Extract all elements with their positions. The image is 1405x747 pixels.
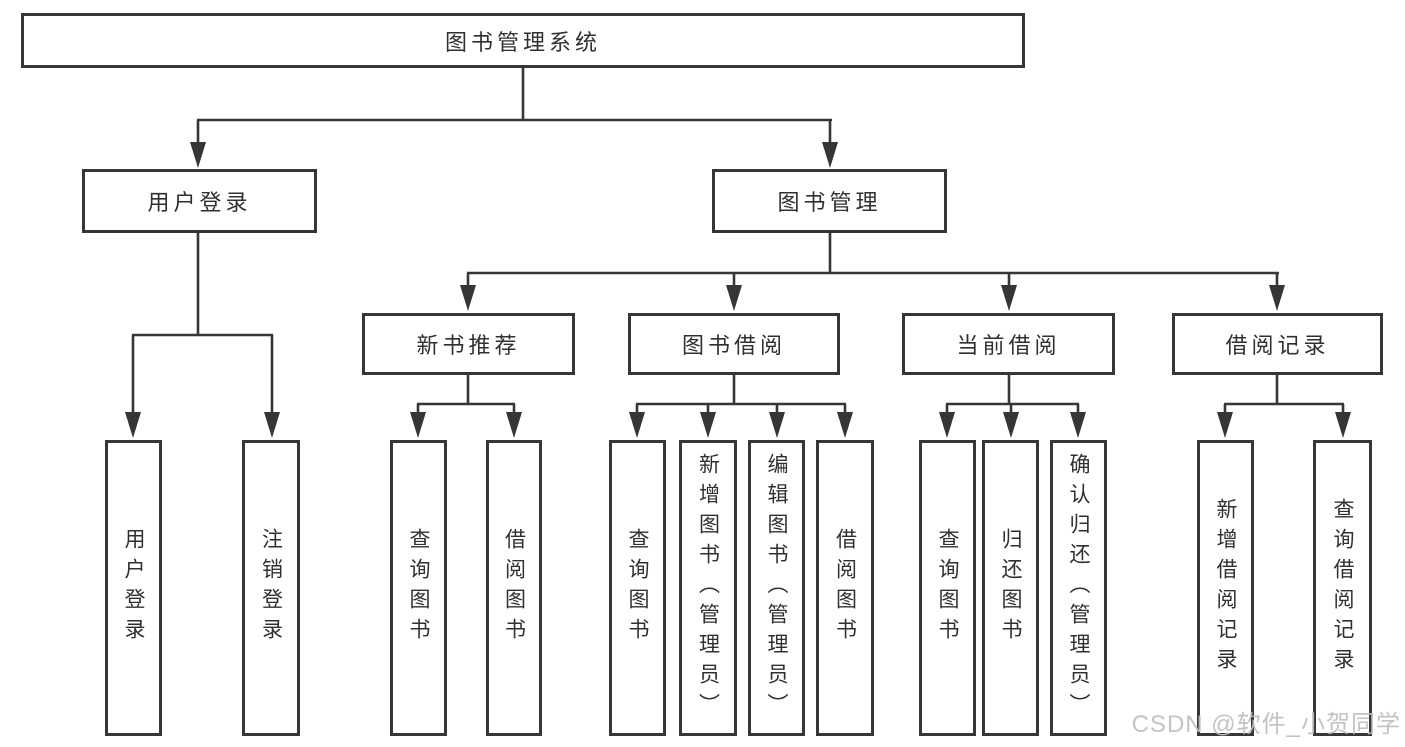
node-root-system: 图书管理系统 <box>21 13 1025 68</box>
node-label: 用户登录 <box>122 528 145 648</box>
csdn-watermark: CSDN @软件_小贺同学 <box>1131 711 1401 738</box>
leaf-borrow-books-recommend: 借阅图书 <box>486 440 542 736</box>
node-label: 归还图书 <box>999 528 1022 648</box>
node-label: 当前借阅 <box>956 333 1061 358</box>
node-label: 新增图书（管理员） <box>696 453 720 723</box>
connector-current-to-leaves <box>939 375 1086 438</box>
leaf-add-borrow-record: 新增借阅记录 <box>1197 440 1254 736</box>
node-book-borrowing: 图书借阅 <box>628 313 840 375</box>
leaf-query-books-current: 查询图书 <box>919 440 976 736</box>
leaf-edit-books-admin: 编辑图书（管理员） <box>748 440 805 736</box>
leaf-query-books-borrowing: 查询图书 <box>609 440 666 736</box>
node-label: 新书推荐 <box>416 333 521 358</box>
connector-bookmgmt-to-level2 <box>460 233 1285 311</box>
node-label: 图书管理系统 <box>444 29 601 55</box>
node-label: 新增借阅记录 <box>1214 498 1237 678</box>
node-label: 查询借阅记录 <box>1331 498 1354 678</box>
node-current-borrowing: 当前借阅 <box>902 313 1115 375</box>
connector-newbooks-to-leaves <box>410 375 522 438</box>
connector-borrowing-to-leaves <box>629 375 853 438</box>
node-label: 确认归还（管理员） <box>1067 453 1090 723</box>
node-label: 查询图书 <box>407 528 430 648</box>
node-label: 用户登录 <box>147 190 252 215</box>
leaf-query-borrow-record: 查询借阅记录 <box>1313 440 1372 736</box>
leaf-query-books-recommend: 查询图书 <box>390 440 447 736</box>
node-label: 借阅图书 <box>502 528 526 648</box>
node-label: 查询图书 <box>626 528 649 648</box>
node-new-book-recommend: 新书推荐 <box>362 313 575 375</box>
node-label: 图书管理 <box>777 190 882 215</box>
leaf-add-books-admin: 新增图书（管理员） <box>679 440 737 736</box>
node-label: 注销登录 <box>259 528 283 648</box>
leaf-user-login-action: 用户登录 <box>105 440 162 736</box>
node-label: 借阅图书 <box>833 528 857 648</box>
node-borrow-records: 借阅记录 <box>1172 313 1383 375</box>
node-label: 图书借阅 <box>681 333 786 358</box>
connector-records-to-leaves <box>1217 375 1351 438</box>
node-label: 编辑图书（管理员） <box>765 453 788 723</box>
leaf-return-books: 归还图书 <box>982 440 1039 736</box>
connector-root-to-level1 <box>190 68 838 168</box>
leaf-borrow-books-borrowing: 借阅图书 <box>816 440 874 736</box>
node-book-management: 图书管理 <box>712 169 947 233</box>
node-user-login: 用户登录 <box>82 169 317 233</box>
node-label: 查询图书 <box>936 528 959 648</box>
connector-userlogin-to-leaves <box>125 233 280 438</box>
leaf-confirm-return-admin: 确认归还（管理员） <box>1050 440 1107 736</box>
leaf-logout: 注销登录 <box>242 440 300 736</box>
node-label: 借阅记录 <box>1225 333 1330 358</box>
